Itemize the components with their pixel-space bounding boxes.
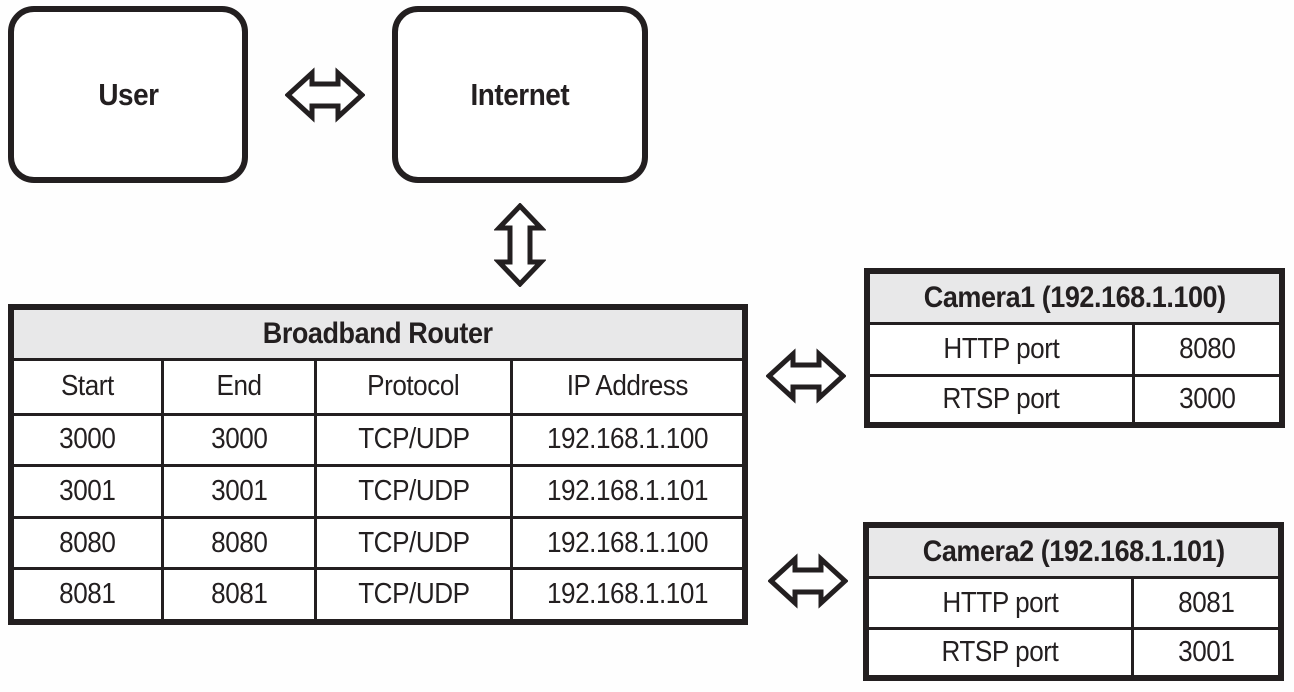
router-col-header-start: Start [14,361,161,413]
broadband-router-table: Broadband Router Start End Protocol IP A… [8,304,748,625]
internet-box-label: Internet [470,76,570,112]
camera1-http-value: 8080 [1132,325,1279,374]
router-cell: 8081 [14,567,161,619]
router-col-header-end: End [161,361,314,413]
camera1-table: Camera1 (192.168.1.100) HTTP port 8080 R… [864,268,1285,428]
router-col-header-protocol: Protocol [314,361,510,413]
router-cell: 3000 [161,412,314,465]
camera2-http-value: 8081 [1131,579,1278,627]
router-cell: TCP/UDP [314,515,510,568]
user-box: User [8,6,248,183]
double-arrow-vertical-icon [494,203,546,287]
router-col-header-ip: IP Address [510,361,742,413]
camera2-http-label: HTTP port [869,579,1131,627]
camera1-rtsp-label: RTSP port [870,373,1132,422]
camera1-rtsp-value: 3000 [1132,373,1279,422]
double-arrow-horizontal-icon [766,347,846,405]
router-cell: TCP/UDP [314,464,510,516]
router-cell: 8080 [14,515,161,568]
router-cell: 3000 [14,412,161,465]
camera2-table-title: Camera2 (192.168.1.101) [869,528,1278,579]
camera2-rtsp-label: RTSP port [869,627,1131,675]
camera1-http-label: HTTP port [870,325,1132,374]
camera2-rtsp-value: 3001 [1131,627,1278,675]
router-cell: 192.168.1.100 [510,412,742,465]
router-table-title: Broadband Router [14,310,742,361]
camera1-table-title: Camera1 (192.168.1.100) [870,274,1279,325]
router-cell: 192.168.1.101 [510,464,742,516]
router-cell: 192.168.1.101 [510,567,742,619]
router-cell: 192.168.1.100 [510,515,742,568]
router-cell: 8080 [161,515,314,568]
internet-box: Internet [392,6,648,183]
camera2-table: Camera2 (192.168.1.101) HTTP port 8081 R… [863,522,1284,681]
double-arrow-horizontal-icon [285,66,365,124]
router-cell: 3001 [14,464,161,516]
router-cell: 3001 [161,464,314,516]
user-box-label: User [97,76,159,112]
double-arrow-horizontal-icon [768,552,848,610]
router-cell: 8081 [161,567,314,619]
router-cell: TCP/UDP [314,567,510,619]
router-cell: TCP/UDP [314,412,510,465]
